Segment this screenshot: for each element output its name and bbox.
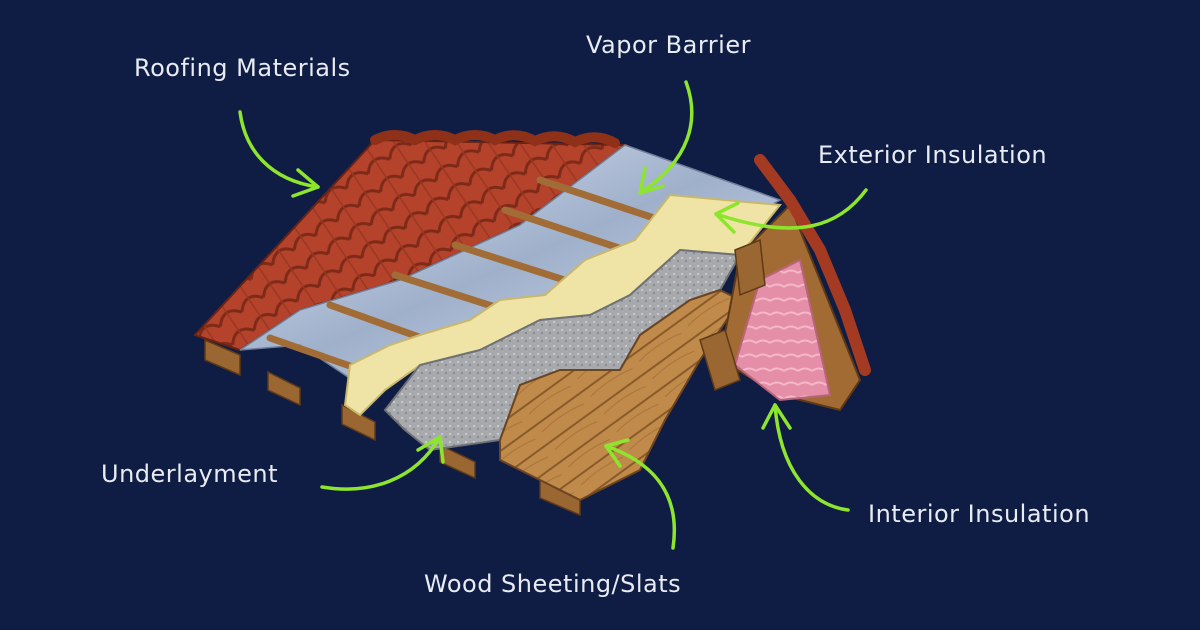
arrow-roofing-materials: [238, 110, 320, 189]
arrow-exterior-insulation: [714, 188, 868, 230]
eave-rafters: [204, 338, 581, 517]
label-vapor-barrier: Vapor Barrier: [586, 31, 751, 59]
arrow-vapor-barrier: [638, 80, 694, 195]
arrow-underlayment: [320, 435, 442, 491]
interior-insulation-layer: [733, 258, 832, 402]
label-exterior-insulation: Exterior Insulation: [818, 141, 1048, 169]
ridge-tiles: [370, 130, 620, 148]
label-underlayment: Underlayment: [101, 460, 278, 488]
arrow-wood-sheeting: [604, 444, 677, 550]
label-roofing-materials: Roofing Materials: [134, 54, 351, 82]
label-wood-sheeting: Wood Sheeting/Slats: [424, 570, 682, 598]
gable-tile-edge: [754, 154, 871, 376]
callout-arrows: [238, 80, 868, 550]
label-interior-insulation: Interior Insulation: [868, 500, 1091, 528]
wood-sheeting-layer: [499, 288, 742, 502]
arrow-interior-insulation: [773, 403, 850, 512]
frame-posts: [699, 238, 766, 392]
